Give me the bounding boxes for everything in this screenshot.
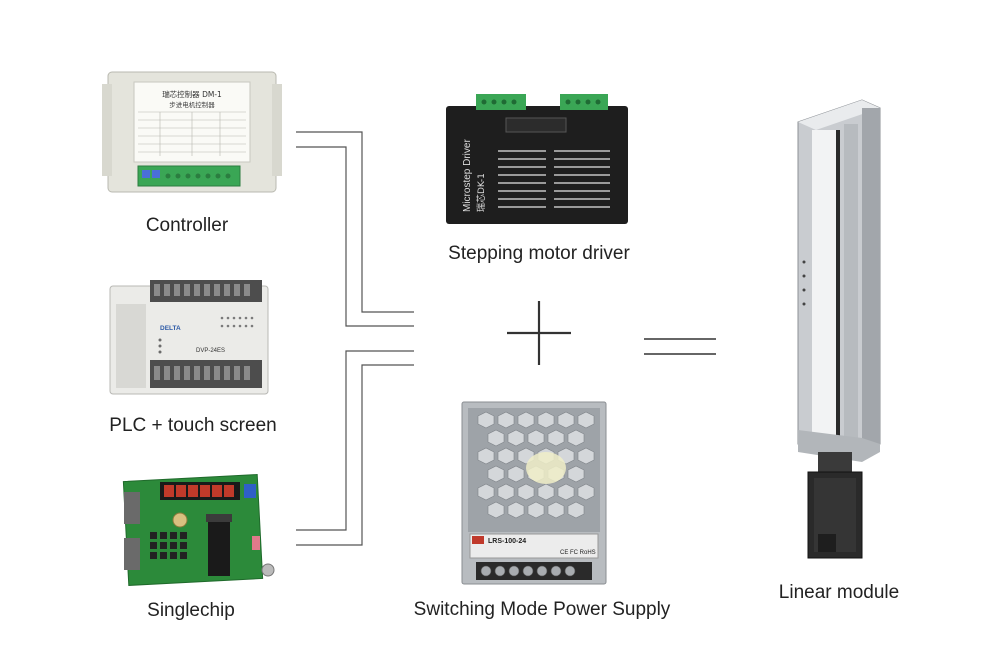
controller-image: 瑞芯控制器 DM-1 步进电机控制器 [102,71,282,193]
controller-label: Controller [145,215,229,236]
equals-operator [644,338,716,355]
plc-brand: DELTA [160,325,181,332]
connector-lines-left [296,131,414,546]
power-supply-marks: CE FC RoHS [560,550,596,556]
power-supply-image: LRS-100-24 CE FC RoHS [461,401,607,585]
singlechip-image [122,474,275,586]
switching-mode-power-supply-label: Switching Mode Power Supply [413,599,671,620]
linear-module-label: Linear module [778,582,900,603]
plc-image: DELTA DVP-24ES [109,280,269,395]
controller-title-line2: 步进电机控制器 [169,100,215,109]
driver-side-text: Microstep Driver [462,139,473,212]
controller-title-line1: 瑞芯控制器 DM-1 [162,89,222,99]
plc-touch-screen-label: PLC + touch screen [109,415,277,436]
plc-model: DVP-24ES [196,348,225,354]
plus-operator [507,301,571,365]
power-supply-model: LRS-100-24 [488,538,526,545]
singlechip-label: Singlechip [147,600,235,621]
linear-module-image [797,99,881,559]
stepping-motor-driver-image: Microstep Driver 瑞芯DK-1 [446,94,628,224]
driver-model: 瑞芯DK-1 [475,173,487,212]
stepping-motor-driver-label: Stepping motor driver [448,243,630,264]
